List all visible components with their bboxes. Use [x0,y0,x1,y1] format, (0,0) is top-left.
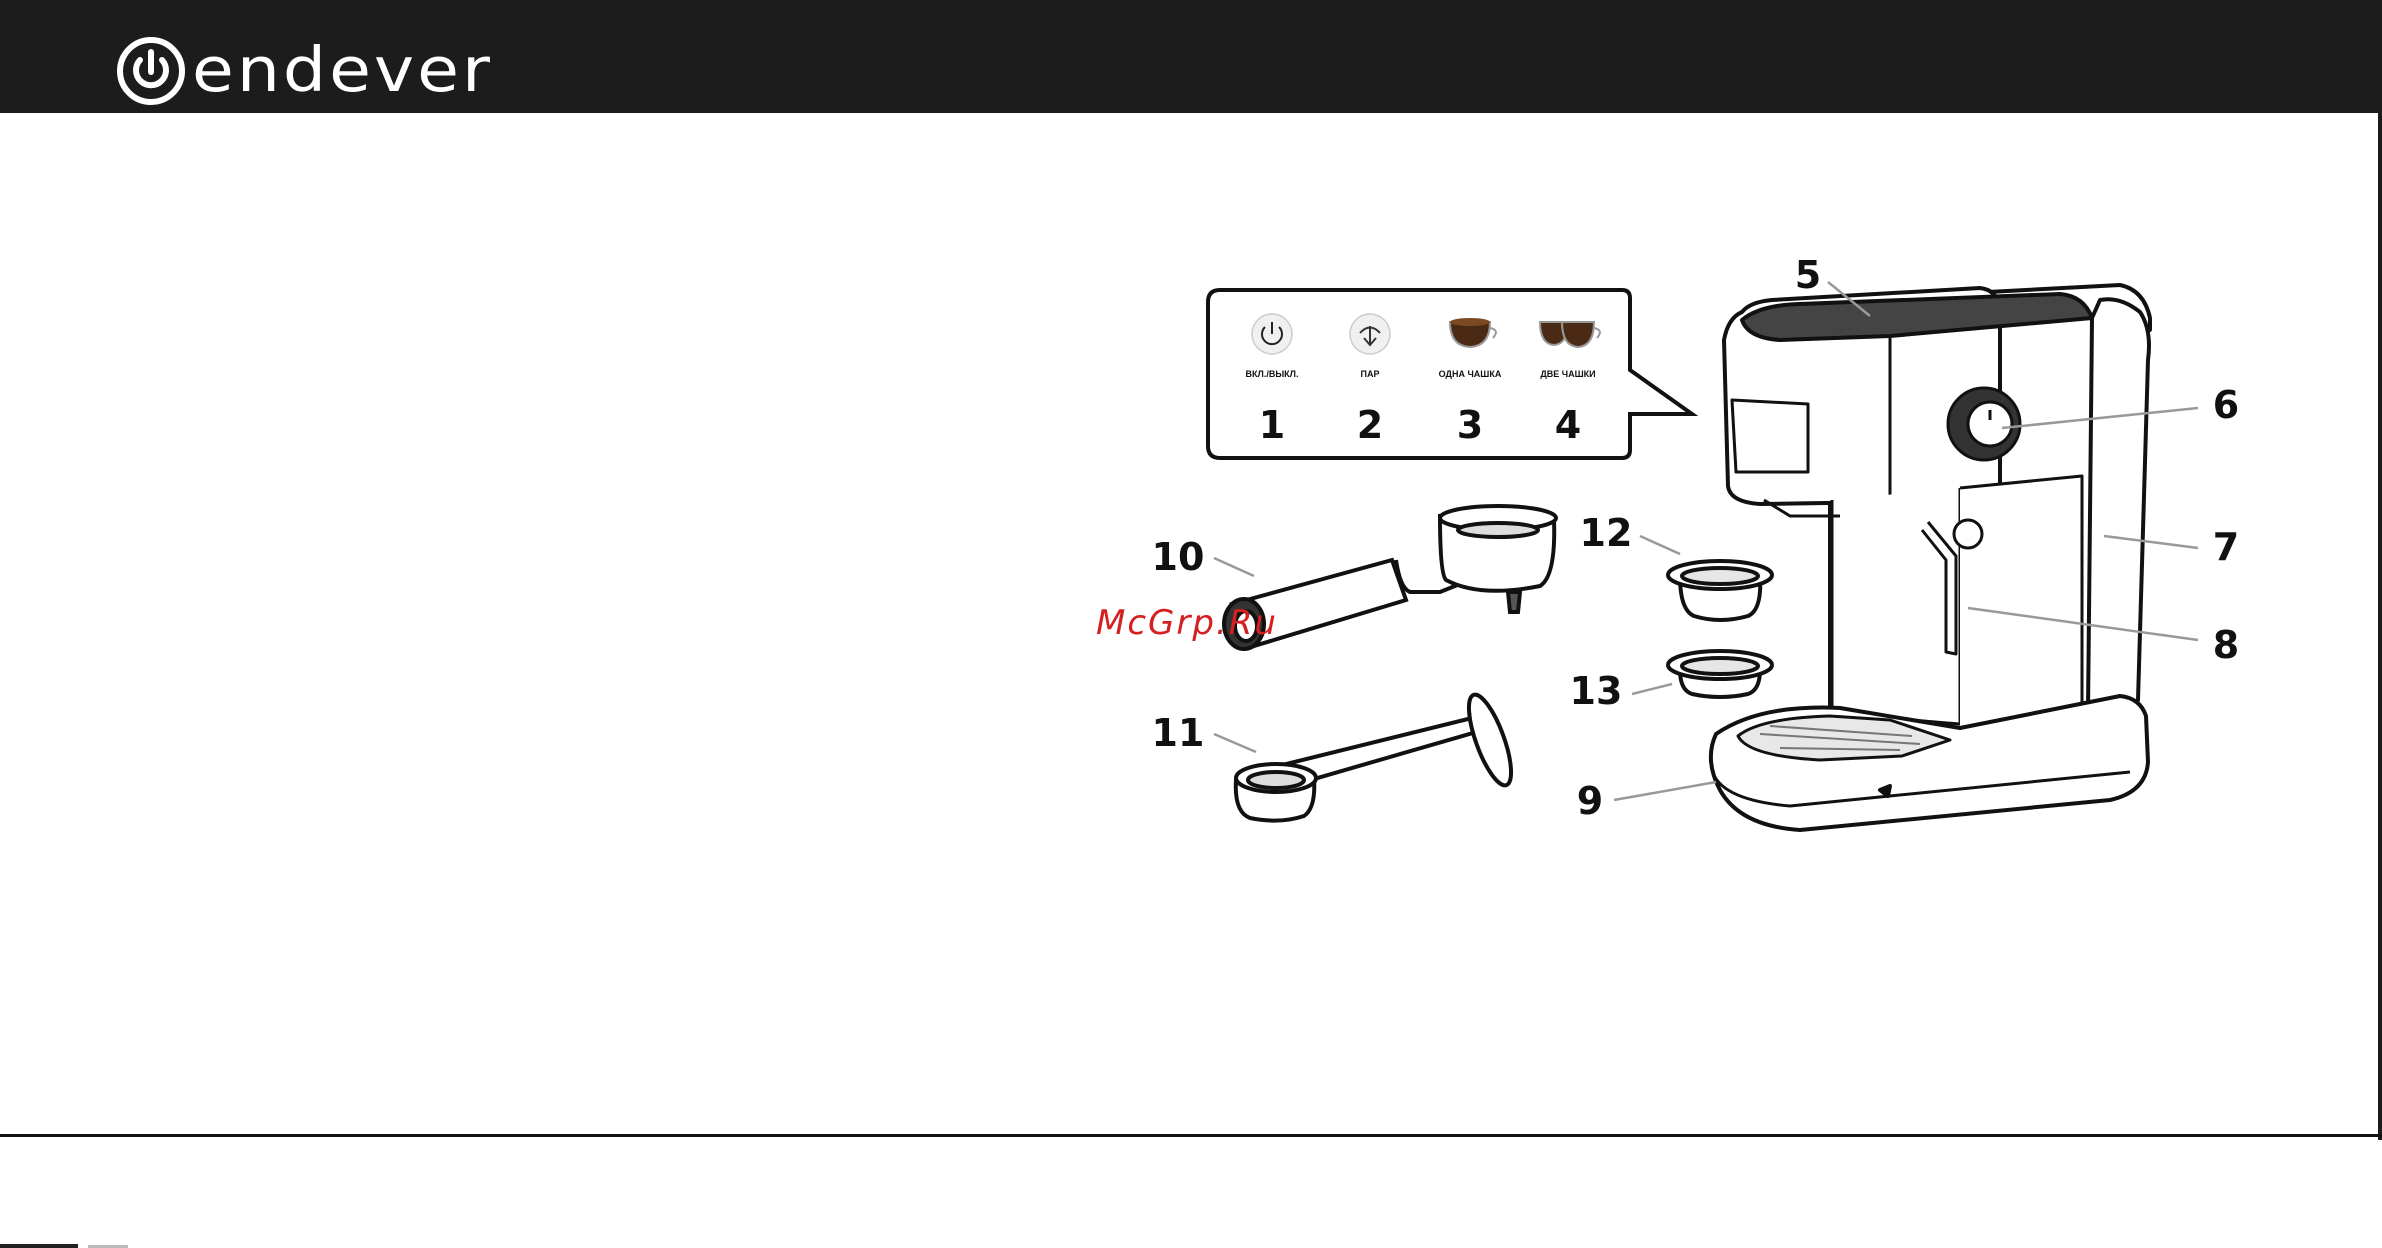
panel-number-4: 4 [1555,403,1581,447]
panel-number-2: 2 [1357,403,1383,447]
callout-7: 7 [2213,525,2239,569]
callout-9: 9 [1577,779,1603,823]
footer-rule [0,1134,2382,1137]
callout-12: 12 [1580,511,1633,555]
callout-5: 5 [1795,253,1821,297]
callout-8: 8 [2213,623,2239,667]
callout-13: 13 [1570,669,1623,713]
callout-6: 6 [2213,383,2239,427]
page-indicator [0,1244,78,1248]
power-button-icon [1252,314,1292,354]
panel-caption-1: ВКЛ./ВЫКЛ. [1246,369,1299,379]
panel-caption-2: ПАР [1361,369,1380,379]
filter-basket-single [1668,561,1772,620]
mode-dial [1948,388,2020,460]
panel-caption-4: ДВЕ ЧАШКИ [1540,369,1595,379]
measuring-scoop [1236,690,1520,820]
panel-number-3: 3 [1457,403,1483,447]
steam-button-icon [1350,314,1390,354]
callout-11: 11 [1152,711,1205,755]
callout-10: 10 [1152,535,1205,579]
panel-number-1: 1 [1259,403,1285,447]
filter-basket-double [1668,651,1772,697]
coffee-machine [1711,285,2150,830]
panel-caption-3: ОДНА ЧАШКА [1439,369,1502,379]
watermark: McGrp.Ru [1096,603,1278,643]
